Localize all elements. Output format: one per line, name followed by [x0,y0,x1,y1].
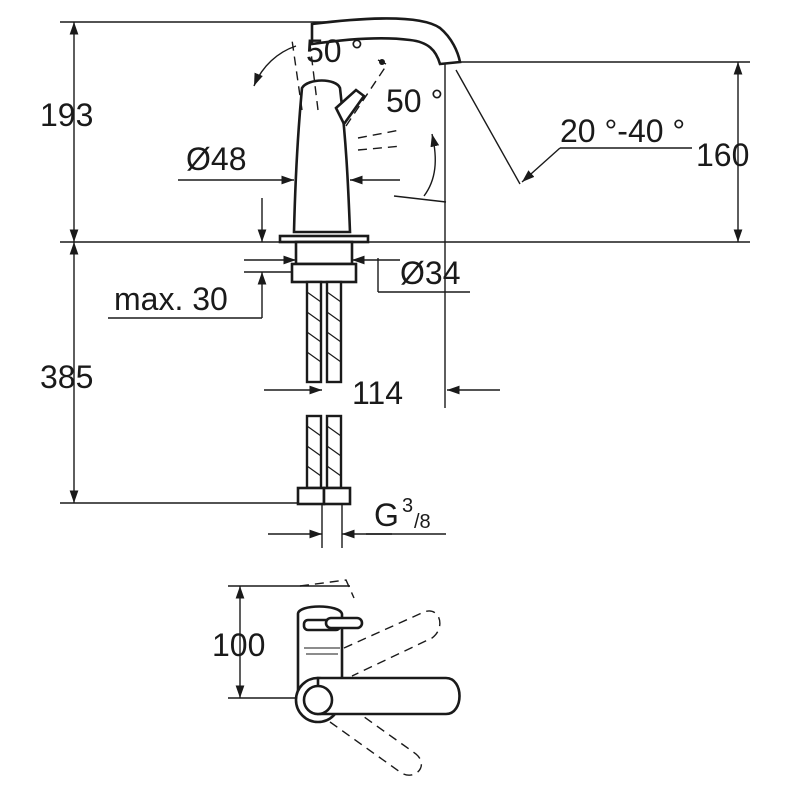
label-thread-prefix: G [374,497,399,533]
dimension-diameter-34: Ø34 [244,255,470,293]
spout-rotated-position-lower [329,703,423,776]
label-thread-denominator: /8 [414,511,431,533]
lever-rotated-position-top [291,39,303,111]
dimension-thread: G 3 /8 [268,495,446,539]
faucet-body [292,79,352,234]
arc-50-top [253,45,297,87]
arc-spout-angle [423,133,440,197]
dimension-114: 114 [264,375,500,411]
spout [310,17,462,66]
label-193: 193 [40,97,93,133]
mounting-nut [290,262,358,284]
aerator-swivel-line [455,69,521,185]
hose-braid-lower [306,425,342,477]
hose-fitting-right [322,486,352,506]
lever-rotated-position-top-2 [309,43,319,111]
label-160: 160 [696,137,749,173]
lever-rotated-position-side [345,65,387,127]
swivel-leader-arrow [521,147,561,183]
lever-rotated-position-side-3 [357,145,403,151]
label-50-top: 50 ° [306,33,363,69]
dimension-diameter-48: Ø48 [178,141,400,185]
label-34: Ø34 [400,255,460,291]
lever-rotated-position-side-2 [357,129,401,139]
faucet-elevation [278,17,462,244]
plan-lever-handle [324,616,364,630]
hose-fitting-left [296,486,326,506]
plan-spout-disc-inner [302,684,334,716]
dimension-aerator-swivel: 20 °-40 ° [455,69,692,185]
label-114: 114 [352,375,403,411]
label-thread-numerator: 3 [402,495,413,517]
dimension-193: 193 [40,22,93,242]
label-100: 100 [212,627,265,663]
plan-spout-arm [316,676,461,716]
mounting-assembly [290,240,358,548]
dimension-max-30: max. 30 [108,198,292,319]
spout-rotated-position-upper [343,610,441,677]
mounting-plate [294,240,354,266]
lever-tip-dot [379,59,385,65]
dimension-160: 160 [696,61,749,242]
lever-rotated-plan [299,579,355,599]
dimension-lever-angle-side: 50 ° [377,59,443,119]
lever-handle [334,88,366,127]
faucet-plan-view: 100 [212,579,461,776]
hose-braid-upper [306,291,342,363]
label-max-30: max. 30 [114,281,228,317]
reference-lines [60,21,750,504]
label-50-side: 50 ° [386,83,443,119]
label-385: 385 [40,359,93,395]
label-48: Ø48 [186,141,246,177]
angle-base-line [393,195,447,203]
angle-indicator-spout [393,133,447,203]
label-20-40: 20 °-40 ° [560,113,685,149]
dimension-lever-angle-top: 50 ° [253,33,363,87]
dimension-385: 385 [40,242,93,503]
